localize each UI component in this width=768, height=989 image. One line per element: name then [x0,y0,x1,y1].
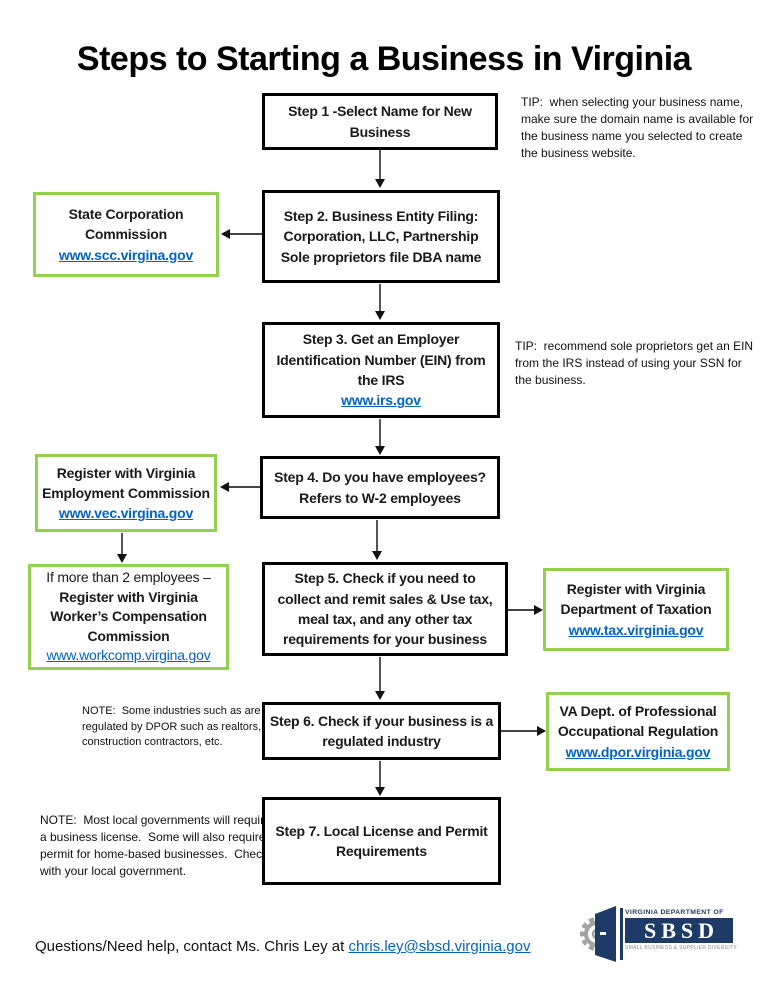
logo-acronym-box: SBSD [625,918,733,943]
step1-text: Step 1 -Select Name for New Business [288,103,472,140]
arrow-head [534,605,543,615]
arrow-head [375,691,385,700]
vec-title: Register with Virginia Employment Commis… [42,464,210,501]
workcomp-title: Register with Virginia Worker’s Compensa… [50,588,207,644]
step4-text: Step 4. Do you have employees? Refers to… [274,469,486,506]
vec-box: Register with Virginia Employment Commis… [35,454,217,532]
note-local-license: NOTE: Most local governments will requir… [40,813,275,879]
contact-text: Questions/Need help, contact Ms. Chris L… [35,938,349,955]
step2-text: Step 2. Business Entity Filing: Corporat… [280,208,482,265]
step5-box: Step 5. Check if you need to collect and… [262,562,508,656]
step4-box: Step 4. Do you have employees? Refers to… [260,456,500,519]
arrow-line [376,520,378,551]
step2-box: Step 2. Business Entity Filing: Corporat… [262,190,500,283]
logo-bottom-text: SMALL BUSINESS & SUPPLIER DIVERSITY [625,945,738,951]
step6-text: Step 6. Check if your business is a regu… [269,712,494,749]
arrow-line [508,609,535,611]
tip-step3: TIP: recommend sole proprietors get an E… [515,339,754,388]
step7-text: Step 7. Local License and Permit Require… [275,822,488,859]
arrow-head [372,551,382,560]
tip-step1: TIP: when selecting your business name, … [521,95,754,161]
arrow-head [375,311,385,320]
scc-box: State Corporation Commission www.scc.vir… [33,192,219,277]
scc-link[interactable]: www.scc.virgina.gov [58,246,194,263]
logo-acronym: SBSD [643,917,720,943]
arrow-line [379,657,381,691]
arrow-line [501,730,538,732]
dpor-title: VA Dept. of Professional Occupational Re… [557,703,719,740]
arrow-line [121,533,123,554]
step3-text: Step 3. Get an Employer Identification N… [276,331,486,388]
arrow-line [230,233,262,235]
step1-box: Step 1 -Select Name for New Business [262,93,498,150]
page-title: Steps to Starting a Business in Virginia [76,40,692,78]
arrow-head [117,554,127,563]
note-dpor: NOTE: Some industries such as are regula… [82,705,262,749]
dpor-link[interactable]: www.dpor.virginia.gov [565,743,711,760]
sbsd-logo: VIRGINIA DEPARTMENT OF SBSD SMALL BUSINE… [577,903,747,965]
open-door-icon [592,905,618,968]
arrow-line [379,761,381,787]
arrow-line [229,486,260,488]
dpor-box: VA Dept. of Professional Occupational Re… [546,692,730,771]
irs-link[interactable]: www.irs.gov [341,392,421,409]
arrow-head [221,229,230,239]
logo-top-text: VIRGINIA DEPARTMENT OF [625,909,724,916]
vec-link[interactable]: www.vec.virgina.gov [58,505,194,522]
arrow-line [379,284,381,311]
step3-box: Step 3. Get an Employer Identification N… [262,322,500,418]
tax-box: Register with Virginia Department of Tax… [543,568,729,651]
arrow-head [375,446,385,455]
tax-link[interactable]: www.tax.virginia.gov [568,621,704,638]
workcomp-link[interactable]: www.workcomp.virgina.gov [46,647,211,664]
arrow-head [537,726,546,736]
arrow-head [375,787,385,796]
contact-email-link[interactable]: chris.ley@sbsd.virginia.gov [348,938,531,955]
contact-line: Questions/Need help, contact Ms. Chris L… [35,938,530,955]
tax-title: Register with Virginia Department of Tax… [560,581,712,618]
arrow-head [220,482,229,492]
arrow-line [379,419,381,446]
logo-text-column: VIRGINIA DEPARTMENT OF SBSD SMALL BUSINE… [625,909,737,951]
step6-box: Step 6. Check if your business is a regu… [262,702,501,760]
door-frame [620,908,623,960]
scc-title: State Corporation Commission [68,206,184,243]
arrow-line [379,150,381,180]
workcomp-intro: If more than 2 employees – [46,569,211,586]
step7-box: Step 7. Local License and Permit Require… [262,797,501,885]
step5-text: Step 5. Check if you need to collect and… [277,570,493,648]
arrow-head [375,179,385,188]
workcomp-box: If more than 2 employees – Register with… [28,564,229,670]
